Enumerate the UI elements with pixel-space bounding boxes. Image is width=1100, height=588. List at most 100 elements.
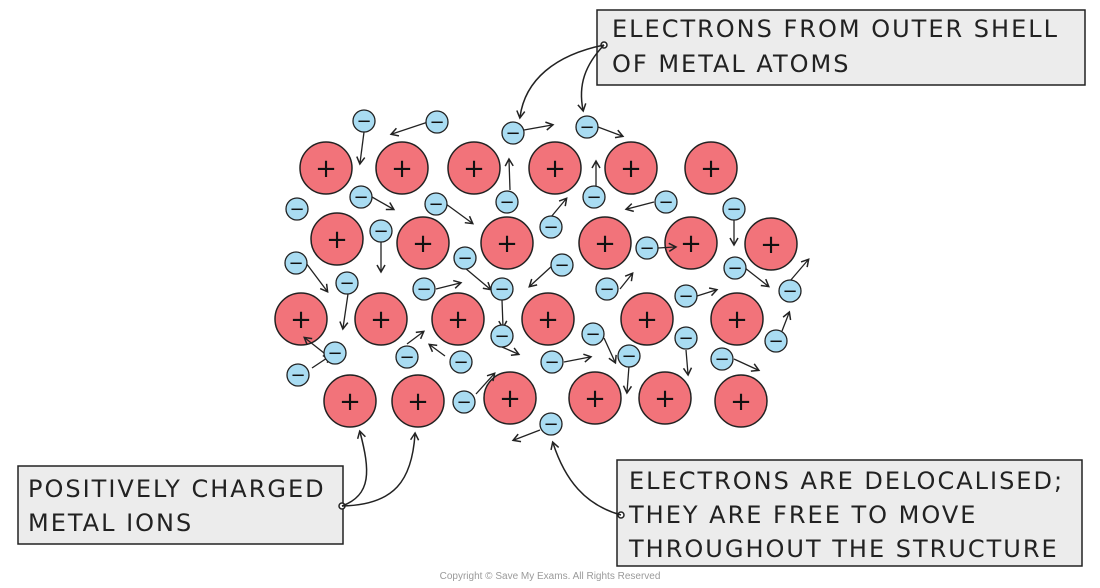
metal-ion-circle xyxy=(310,212,364,266)
electron-motion-arrow xyxy=(550,197,568,218)
metal-ion-circle xyxy=(274,292,328,346)
plus-sign: + xyxy=(620,154,642,184)
metal-ion: + xyxy=(354,292,408,346)
electron: − xyxy=(452,390,476,414)
metal-ion-circle xyxy=(447,141,501,195)
plus-sign: + xyxy=(544,154,566,184)
electron-motion-arrow xyxy=(498,299,508,330)
electron-motion-arrow xyxy=(501,346,521,357)
pointer-arrow-right xyxy=(550,440,622,516)
callout-pointers xyxy=(338,41,625,519)
electron: − xyxy=(581,322,605,346)
plus-sign: + xyxy=(499,384,521,414)
electron-circle xyxy=(539,412,563,436)
electron-circle xyxy=(490,324,514,348)
electron: − xyxy=(778,279,802,303)
plus-sign: + xyxy=(463,154,485,184)
metal-ion: + xyxy=(638,371,692,425)
minus-sign: − xyxy=(453,352,468,373)
electron: − xyxy=(710,347,734,371)
metal-ion: + xyxy=(664,216,718,270)
electron: − xyxy=(323,341,347,365)
electron-circle xyxy=(674,284,698,308)
electron-motion-arrow xyxy=(657,242,678,252)
electron-circle xyxy=(449,350,473,374)
metal-ion-circle xyxy=(521,292,575,346)
minus-sign: − xyxy=(579,117,594,138)
plus-sign: + xyxy=(407,387,429,417)
electron-motion-arrow xyxy=(475,372,496,395)
plus-sign: + xyxy=(594,229,616,259)
pointer-arrow-top-2 xyxy=(577,44,605,113)
electron-motion-arrow xyxy=(624,201,655,213)
minus-sign: − xyxy=(621,346,636,367)
plus-sign: + xyxy=(636,305,658,335)
electron-circle xyxy=(452,390,476,414)
pointer-arrow-top-1 xyxy=(516,44,605,120)
electron: − xyxy=(285,197,309,221)
metal-ion: + xyxy=(710,292,764,346)
electron: − xyxy=(335,271,359,295)
plus-sign: + xyxy=(290,305,312,335)
electron: − xyxy=(635,236,659,260)
electron-circle xyxy=(424,192,448,216)
metal-ion-circle xyxy=(480,216,534,270)
plus-sign: + xyxy=(326,225,348,255)
electron-circle xyxy=(284,251,308,275)
electron: − xyxy=(490,277,514,301)
minus-sign: − xyxy=(782,281,797,302)
electron-motion-arrow xyxy=(389,121,429,137)
metal-ion-circle xyxy=(354,292,408,346)
plus-sign: + xyxy=(447,305,469,335)
electron: − xyxy=(453,246,477,270)
callout-left: POSITIVELY CHARGED METAL IONS xyxy=(17,465,344,545)
electron-circle xyxy=(674,326,698,350)
electron: − xyxy=(764,329,788,353)
electron: − xyxy=(723,256,747,280)
electron: − xyxy=(449,350,473,374)
electron-motion-arrow xyxy=(303,336,325,354)
electron-circle xyxy=(654,190,678,214)
metal-ion-circle xyxy=(604,141,658,195)
electron-circle xyxy=(286,363,310,387)
electron: − xyxy=(539,412,563,436)
electron: − xyxy=(575,115,599,139)
minus-sign: − xyxy=(353,187,368,208)
electron-circle xyxy=(575,115,599,139)
metal-ion-circle xyxy=(323,374,377,428)
electron-circle xyxy=(582,185,606,209)
metal-ion: + xyxy=(299,141,353,195)
metal-ions: ++++++++++++++++++++++++ xyxy=(274,141,798,428)
metal-ion-circle xyxy=(684,141,738,195)
electron-motion-arrow xyxy=(511,429,541,443)
metal-ion: + xyxy=(684,141,738,195)
metal-ion-circle xyxy=(638,371,692,425)
minus-sign: − xyxy=(288,253,303,274)
electron: − xyxy=(369,219,393,243)
electron-motion-arrow xyxy=(427,343,446,357)
minus-sign: − xyxy=(727,258,742,279)
electron-circle xyxy=(501,121,525,145)
metal-ion-circle xyxy=(714,374,768,428)
metal-ion: + xyxy=(310,212,364,266)
minus-sign: − xyxy=(714,349,729,370)
metal-ion: + xyxy=(396,216,450,270)
metal-ion-circle xyxy=(620,292,674,346)
electron: − xyxy=(495,190,519,214)
electron-motion-arrow xyxy=(523,121,555,131)
electron: − xyxy=(284,251,308,275)
pointer-arrow-left-2 xyxy=(341,431,420,507)
electron-circle xyxy=(335,271,359,295)
minus-sign: − xyxy=(456,392,471,413)
electron-motion-arrow xyxy=(339,293,349,331)
minus-sign: − xyxy=(290,365,305,386)
callout-right-line-2: THEY ARE FREE TO MOVE xyxy=(628,501,977,529)
metal-ion: + xyxy=(578,216,632,270)
callout-right-line-3: THROUGHOUT THE STRUCTURE xyxy=(628,535,1059,563)
metal-ion-circle xyxy=(396,216,450,270)
callout-right: ELECTRONS ARE DELOCALISED; THEY ARE FREE… xyxy=(616,459,1083,567)
metal-ion-circle xyxy=(664,216,718,270)
electron-circle xyxy=(617,344,641,368)
minus-sign: − xyxy=(586,187,601,208)
